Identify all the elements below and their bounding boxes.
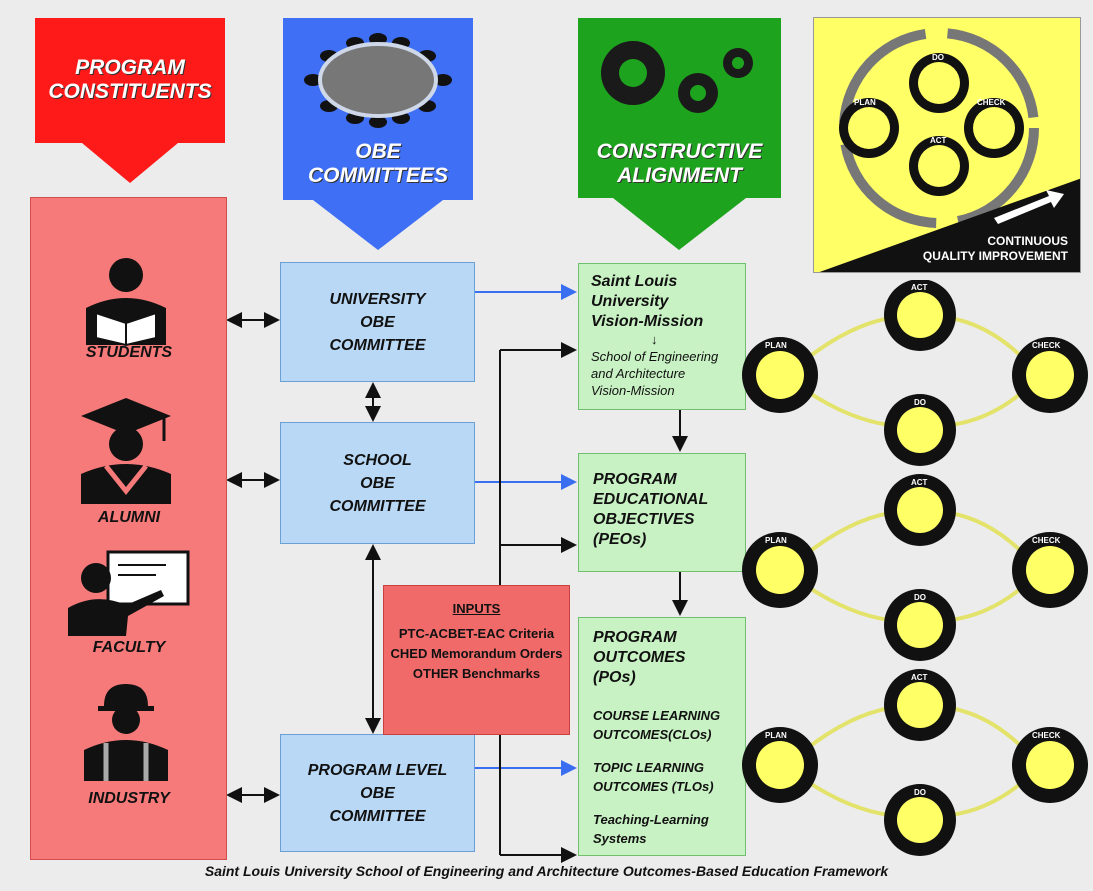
school-committee-box: SCHOOL OBE COMMITTEE [280,422,475,544]
peo-line2: EDUCATIONAL [593,491,709,508]
svg-text:ACT: ACT [911,283,928,292]
vision-sub-line1: School of Engineering [591,349,719,364]
svg-text:DO: DO [914,398,926,407]
vision-title-line2: University [591,293,669,310]
university-committee-line3: COMMITTEE [329,336,426,354]
svg-text:PLAN: PLAN [765,536,787,545]
university-committee-box: UNIVERSITY OBE COMMITTEE [280,262,475,382]
po-line1: PROGRAM [593,629,677,646]
school-committee-line3: COMMITTEE [329,497,426,515]
vision-title-line3: Vision-Mission [591,313,704,330]
svg-text:CHECK: CHECK [1032,341,1061,350]
alignment-header-line2: ALIGNMENT [617,164,742,187]
committees-header: OBE COMMITTEES [283,18,473,250]
alumni-icon [81,398,171,504]
tls-line1: Teaching-Learning [593,812,709,827]
peo-line3: OBJECTIVES [593,511,695,528]
inputs-heading: INPUTS [452,601,501,616]
university-committee-line2: OBE [360,313,395,331]
tls-line2: Systems [593,831,647,846]
constituent-students: STUDENTS [85,344,173,361]
alignment-header: CONSTRUCTIVE ALIGNMENT [578,18,781,250]
svg-text:DO: DO [914,593,926,602]
pdca-cycle-row-3: PLAN ACT CHECK DO [742,669,1088,856]
svg-text:ACT: ACT [911,478,928,487]
input-item-ched: CHED Memorandum Orders [390,646,563,661]
vision-arrow: ↓ [651,332,658,347]
pdca-cycle-graphic: PLAN DO CHECK ACT [819,28,1080,272]
gears-icon [601,41,753,113]
program-committee-line2: OBE [360,784,395,802]
svg-text:PLAN: PLAN [765,341,787,350]
pdca-cycle-row-1: PLAN ACT CHECK DO [742,280,1088,466]
clo-line1: COURSE LEARNING [593,708,721,723]
pdca-cycle-row-2: PLAN ACT CHECK DO [742,474,1088,661]
committees-header-line2: COMMITTEES [308,164,448,187]
constituent-alumni: ALUMNI [97,509,161,526]
pdca-plan-label: PLAN [854,98,876,107]
committees-header-line1: OBE [355,140,401,163]
program-committee-line1: PROGRAM LEVEL [307,761,448,779]
school-committee-line1: SCHOOL [343,451,412,469]
pdca-cycle-panel: PLAN DO CHECK ACT CONTINUOUS QUALITY IMP… [813,17,1081,273]
tlo-line2: OUTCOMES (TLOs) [593,779,714,794]
faculty-icon [68,550,190,636]
industry-icon [84,684,168,781]
constituent-faculty: FACULTY [92,639,166,656]
blue-arrow-shape [283,18,473,250]
program-committee-line3: COMMITTEE [329,807,426,825]
pdca-gear-cycles: PLAN ACT CHECK DO PLAN ACT CHECK DO [742,280,1088,856]
peo-line1: PROGRAM [593,471,677,488]
po-line2: OUTCOMES (POs) [593,649,686,686]
pdca-check-label: CHECK [977,98,1006,107]
school-committee-line2: OBE [360,474,395,492]
inputs-box: INPUTS PTC-ACBET-EAC Criteria CHED Memor… [383,585,570,735]
pdca-act-label: ACT [930,136,947,145]
vision-sub-line2: and Architecture [591,366,686,381]
constituents-header: PROGRAM CONSTITUENTS [30,18,230,183]
cqi-label-line1: CONTINUOUS [987,234,1068,248]
university-committee-line1: UNIVERSITY [329,290,426,308]
svg-text:CHECK: CHECK [1032,731,1061,740]
program-committee-box: PROGRAM LEVEL OBE COMMITTEE [280,734,475,852]
students-icon [86,258,166,347]
figure-caption: Saint Louis University School of Enginee… [204,863,889,879]
green-arrow-shape [578,18,781,250]
constituents-header-line1: PROGRAM [75,56,185,79]
pdca-do-label: DO [932,53,944,62]
alignment-header-line1: CONSTRUCTIVE [596,140,763,163]
tlo-line1: TOPIC LEARNING [593,760,704,775]
constituent-industry: INDUSTRY [88,790,170,807]
constituents-header-line2: CONSTITUENTS [48,80,212,103]
constituents-panel: STUDENTS ALUMNI FACULTY INDUSTRY [30,197,227,860]
red-arrow-shape [35,18,225,183]
vision-title-line1: Saint Louis [591,273,678,290]
svg-text:ACT: ACT [911,673,928,682]
cqi-label-line2: QUALITY IMPROVEMENT [922,249,1068,263]
vision-mission-box: Saint Louis University Vision-Mission ↓ … [578,263,746,410]
vision-sub-line3: Vision-Mission [591,383,675,398]
svg-text:CHECK: CHECK [1032,536,1061,545]
outcomes-box: PROGRAM OUTCOMES (POs) COURSE LEARNING O… [578,617,746,856]
input-item-benchmarks: OTHER Benchmarks [412,666,541,681]
peo-line4: (PEOs) [593,531,647,548]
svg-text:PLAN: PLAN [765,731,787,740]
peo-box: PROGRAM EDUCATIONAL OBJECTIVES (PEOs) [578,453,746,572]
clo-line2: OUTCOMES(CLOs) [593,727,712,742]
round-table-icon [304,33,452,128]
svg-text:DO: DO [914,788,926,797]
input-item-criteria: PTC-ACBET-EAC Criteria [398,626,555,641]
